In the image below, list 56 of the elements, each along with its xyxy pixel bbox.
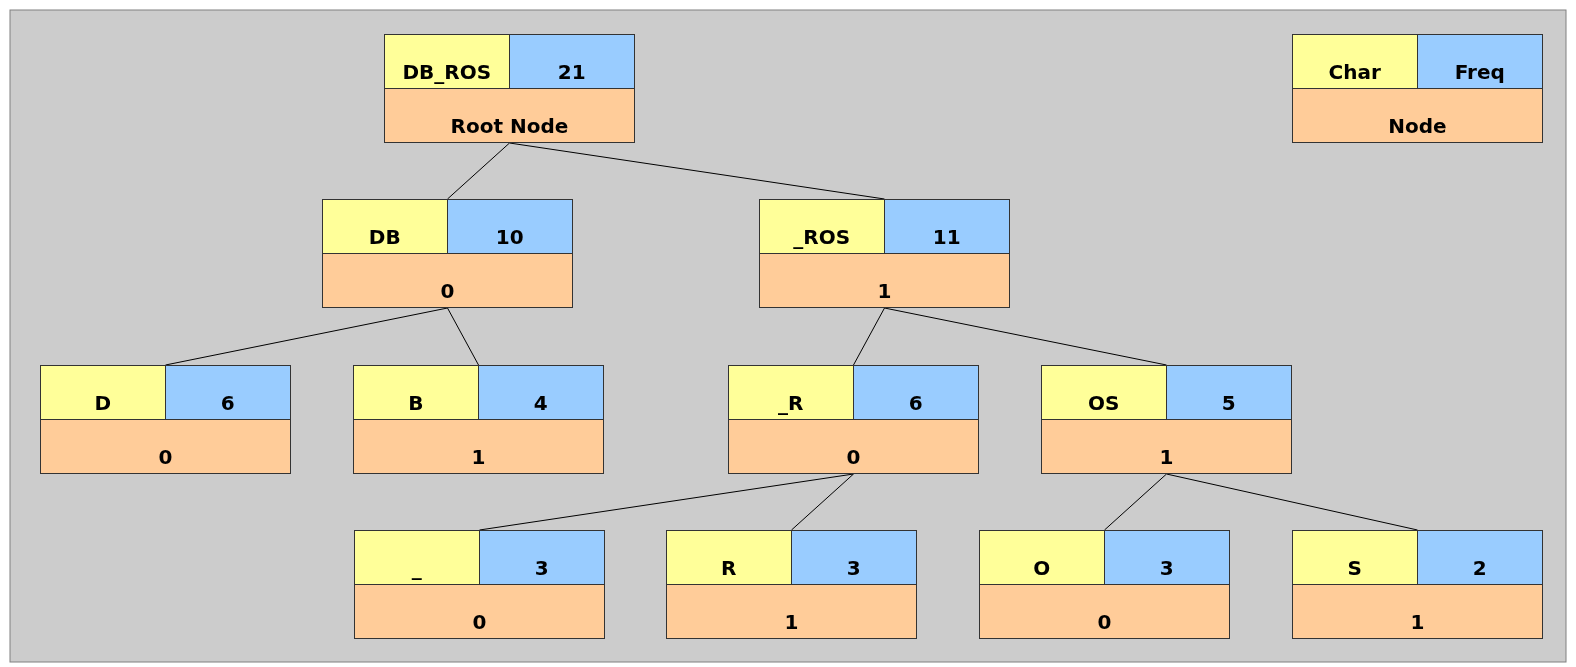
connector-line (447, 142, 510, 200)
connector-line (165, 307, 448, 366)
tree-node (384, 34, 635, 143)
code-cell: 0 (728, 420, 979, 474)
character-cell: S (1292, 530, 1418, 585)
connector-line (1104, 473, 1167, 531)
tree-node (979, 530, 1230, 639)
character-cell: DB (322, 199, 448, 254)
frequency-cell: 3 (479, 530, 605, 585)
tree-node (666, 530, 917, 639)
character-cell: O (979, 530, 1105, 585)
character-cell: DB_ROS (384, 34, 510, 89)
code-cell: 0 (979, 585, 1230, 639)
frequency-cell: 2 (1417, 530, 1543, 585)
code-cell: Node (1292, 89, 1543, 143)
character-cell: _R (728, 365, 854, 420)
tree-node (322, 199, 573, 308)
tree-node (40, 365, 291, 474)
character-cell: _ROS (759, 199, 885, 254)
tree-node (759, 199, 1010, 308)
connector-line (791, 473, 854, 531)
code-cell: 0 (354, 585, 605, 639)
connector-line (853, 307, 885, 366)
connector-line (447, 307, 479, 366)
character-cell: Char (1292, 34, 1418, 89)
frequency-cell: 6 (165, 365, 291, 420)
code-cell: Root Node (384, 89, 635, 143)
tree-node (354, 530, 605, 639)
frequency-cell: 10 (447, 199, 573, 254)
code-cell: 1 (759, 254, 1010, 308)
code-cell: 1 (1041, 420, 1292, 474)
frequency-cell: 5 (1166, 365, 1292, 420)
tree-node (1041, 365, 1292, 474)
code-cell: 1 (353, 420, 604, 474)
frequency-cell: 4 (478, 365, 604, 420)
code-cell: 1 (1292, 585, 1543, 639)
tree-node (353, 365, 604, 474)
frequency-cell: 21 (509, 34, 635, 89)
code-cell: 0 (322, 254, 573, 308)
connector-line (884, 307, 1167, 366)
character-cell: R (666, 530, 792, 585)
frequency-cell: 3 (791, 530, 917, 585)
frequency-cell: 11 (884, 199, 1010, 254)
character-cell: D (40, 365, 166, 420)
tree-node (1292, 34, 1543, 143)
character-cell: OS (1041, 365, 1167, 420)
code-cell: 1 (666, 585, 917, 639)
character-cell: _ (354, 530, 480, 585)
tree-node (728, 365, 979, 474)
frequency-cell: 3 (1104, 530, 1230, 585)
connector-line (1166, 473, 1418, 531)
character-cell: B (353, 365, 479, 420)
frequency-cell: 6 (853, 365, 979, 420)
tree-node (1292, 530, 1543, 639)
frequency-cell: Freq (1417, 34, 1543, 89)
code-cell: 0 (40, 420, 291, 474)
